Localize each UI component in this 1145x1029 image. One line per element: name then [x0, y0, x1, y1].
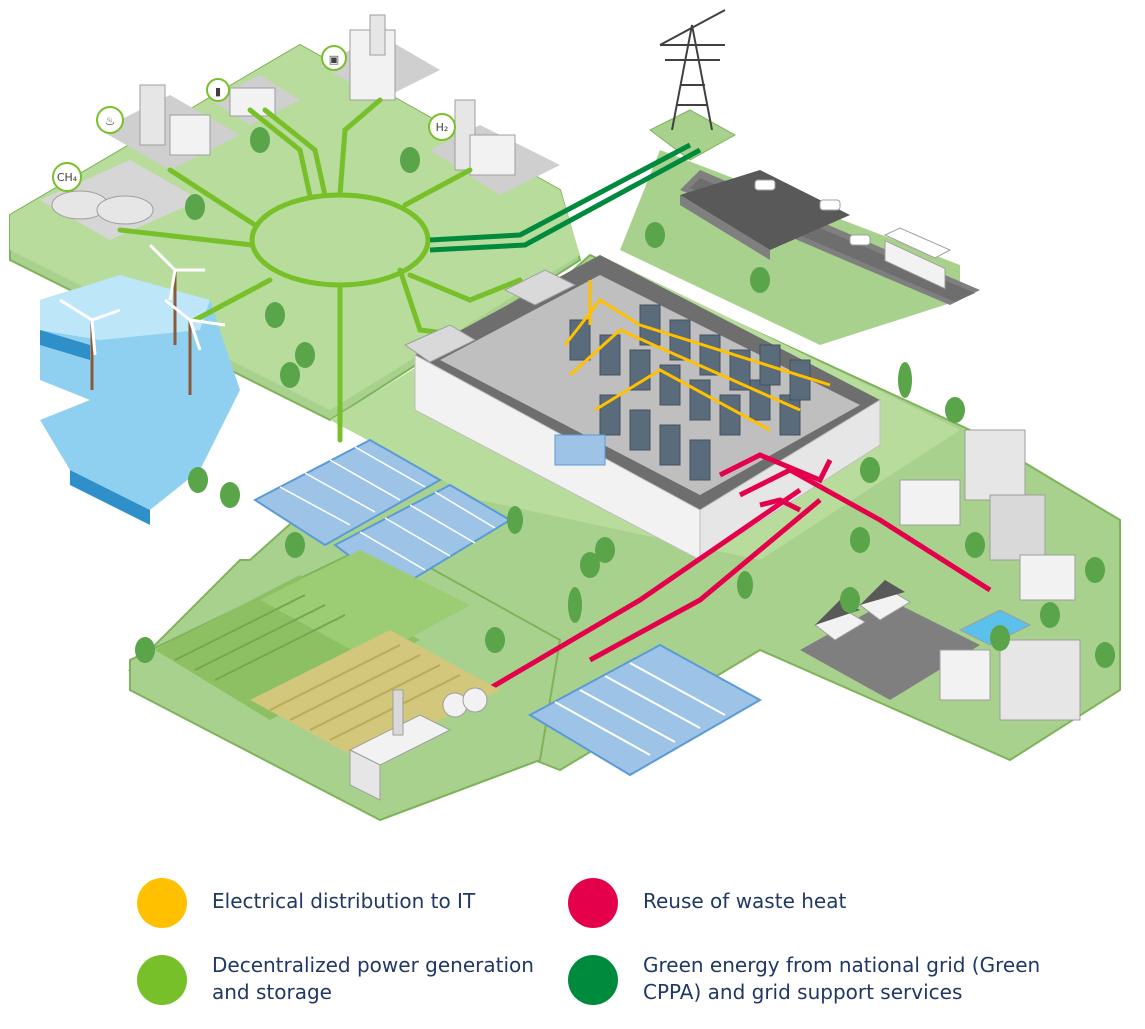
logistics-area [680, 170, 952, 290]
h2-badge: H₂ [436, 121, 449, 134]
legend-swatch-dark-green [568, 955, 618, 1005]
modern-building [1019, 554, 1076, 601]
farm-building [348, 687, 488, 801]
control-room-screen [554, 434, 606, 466]
apartment-building [999, 639, 1081, 721]
biomass-plant: ▣ [320, 14, 440, 101]
legend-swatch-yellow [137, 878, 187, 928]
agricultural-fields [155, 550, 500, 760]
legend-item-electrical-it: Electrical distribution to IT [137, 878, 475, 928]
legend-label: Green energy from national grid (Green C… [643, 953, 1041, 1004]
legend-label: Decentralized power generation and stora… [212, 953, 534, 1004]
apartment-building [939, 649, 991, 701]
factory-icon: ▣ [329, 53, 339, 66]
truck-icon [883, 227, 952, 290]
battery-icon: ▮ [215, 85, 221, 98]
ch4-badge: CH₄ [57, 171, 78, 184]
energy-ecosystem-illustration: CH₄ ♨ ▮ ▣ H₂ [9, 9, 1121, 822]
national-grid [429, 9, 737, 253]
legend-item-waste-heat: Reuse of waste heat [568, 878, 846, 928]
pylon-icon [659, 9, 726, 131]
hydrogen-plant: H₂ [428, 99, 560, 195]
cooling-units [403, 269, 577, 363]
car-icon [849, 234, 871, 246]
legend-swatch-light-green [137, 955, 187, 1005]
data-center [403, 255, 881, 561]
wind-turbine-icon [164, 298, 226, 395]
legend-swatch-red [568, 878, 618, 928]
legend-label: Electrical distribution to IT [212, 889, 476, 913]
trees [135, 127, 1115, 668]
wind-turbine-icon [59, 298, 121, 390]
car-icon [819, 199, 841, 211]
office-building [899, 479, 961, 526]
apartment-building [989, 494, 1046, 561]
gas-plant: ♨ [96, 84, 240, 170]
legend: Electrical distribution to IT Reuse of w… [0, 840, 1145, 1029]
apartment-building [964, 429, 1026, 501]
greenhouse-icon [527, 643, 763, 777]
wind-farm [59, 243, 226, 395]
it-distribution [563, 280, 831, 432]
house-icon [859, 580, 911, 621]
flame-icon: ♨ [105, 114, 116, 128]
biogas-plant: CH₄ [40, 160, 200, 240]
legend-item-green-grid: Green energy from national grid (Green C… [568, 953, 1063, 1006]
waste-heat-network [468, 452, 992, 703]
legend-item-decentralized: Decentralized power generation and stora… [137, 953, 552, 1006]
car-icon [754, 179, 776, 191]
legend-label: Reuse of waste heat [643, 889, 847, 913]
solar-panel-icon [253, 438, 443, 547]
